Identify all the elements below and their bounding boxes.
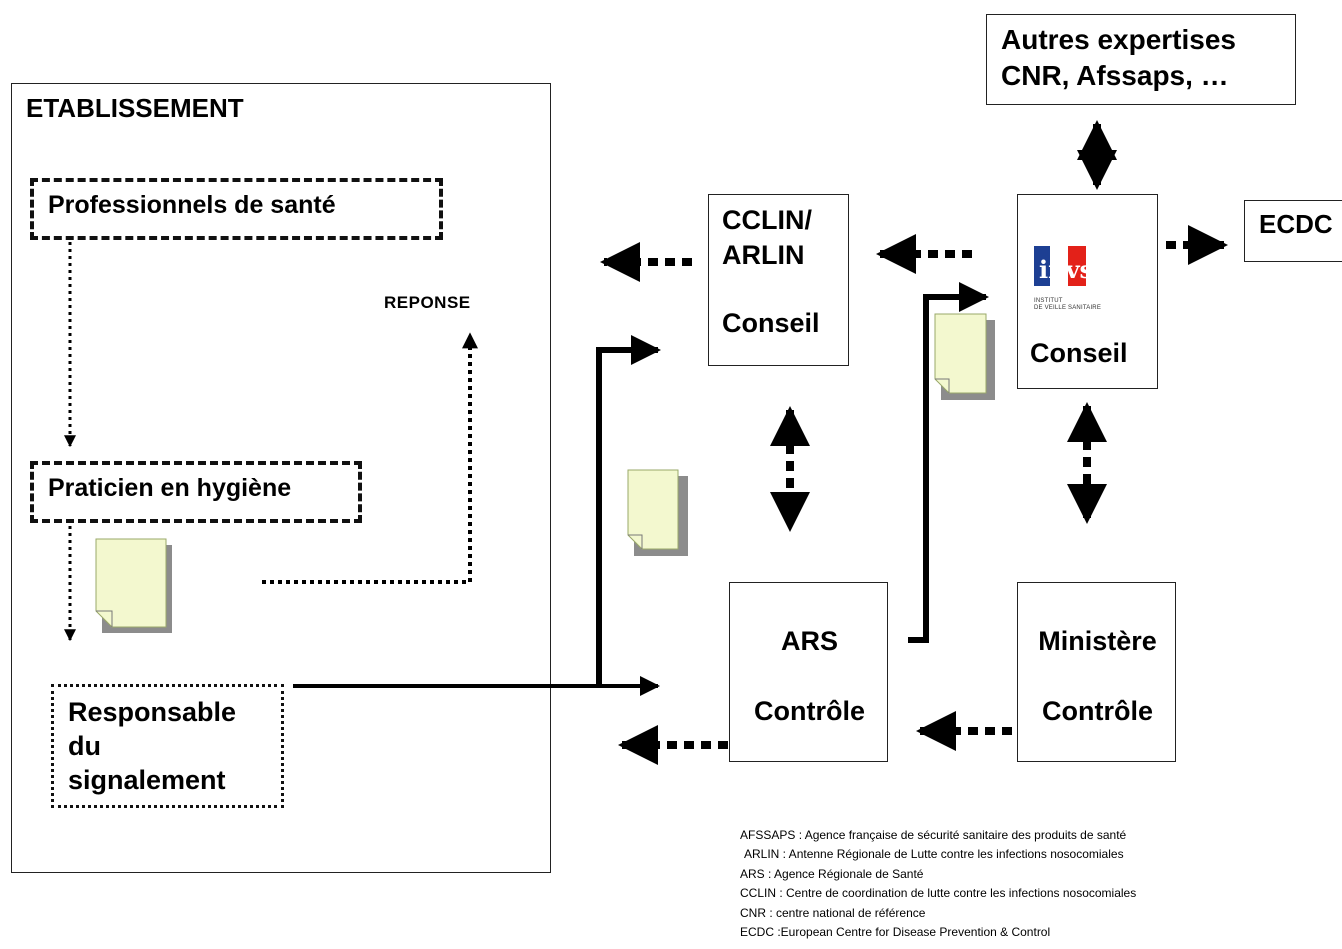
cclin-label: CCLIN/ [722, 205, 812, 235]
praticien-label: Praticien en hygiène [48, 474, 292, 502]
cclin-box: CCLIN/ ARLIN Conseil [708, 194, 849, 366]
arrow-responsable-to-cclin [596, 335, 661, 686]
cclin-role: Conseil [722, 308, 820, 338]
invs-logo-text: invs [1039, 255, 1086, 284]
arrow-reponse [262, 332, 478, 584]
responsable-box: Responsable du signalement [51, 684, 284, 808]
invs-logo-sub-2: DE VEILLE SANITAIRE [1034, 305, 1102, 311]
ministere-name: Ministère [1038, 626, 1157, 656]
reponse-label: REPONSE [384, 293, 471, 312]
legend-item: ECDC :European Centre for Disease Preven… [740, 925, 1051, 940]
professionnels-label: Professionnels de santé [48, 191, 336, 219]
legend-item: CNR : centre national de référence [740, 905, 926, 920]
arrow-ars-to-invs [908, 282, 989, 643]
responsable-line-3: signalement [68, 765, 226, 795]
invs-logo-sub-1: INSTITUT [1034, 298, 1063, 304]
autres-expertises-line-2: CNR, Afssaps, … [1001, 60, 1229, 91]
autres-expertises-line-1: Autres expertises [1001, 24, 1237, 55]
document-icon [95, 538, 172, 633]
invs-box [1017, 194, 1158, 389]
ecdc-label: ECDC [1259, 209, 1333, 239]
legend-item: AFSSAPS : Agence française de sécurité s… [740, 828, 1127, 842]
responsable-line-1: Responsable [68, 697, 237, 727]
ecdc-box: ECDC [1244, 200, 1342, 262]
ministere-box: Ministère Contrôle [1017, 582, 1176, 762]
document-icon [934, 313, 995, 400]
legend-item: ARLIN : Antenne Régionale de Lutte contr… [744, 847, 1124, 862]
professionnels-box: Professionnels de santé [30, 178, 443, 240]
ars-name: ARS [780, 626, 838, 656]
ministere-role: Contrôle [1042, 696, 1153, 726]
responsable-line-2: du [68, 731, 101, 761]
autres-expertises-box: Autres expertises CNR, Afssaps, … [986, 14, 1296, 105]
arlin-label: ARLIN [722, 240, 805, 270]
legend-item: CCLIN : Centre de coordination de lutte … [740, 886, 1137, 901]
document-icon [627, 469, 688, 556]
etablissement-title: ETABLISSEMENT [26, 93, 244, 123]
ars-box: ARS Contrôle [729, 582, 888, 762]
invs-logo-icon: invs [1034, 246, 1086, 286]
ars-role: Contrôle [754, 696, 865, 726]
legend-item: ARS : Agence Régionale de Santé [740, 866, 924, 881]
legend: AFSSAPS : Agence française de sécurité s… [740, 826, 1136, 942]
invs-role: Conseil [1030, 338, 1128, 368]
praticien-box: Praticien en hygiène [30, 461, 362, 523]
